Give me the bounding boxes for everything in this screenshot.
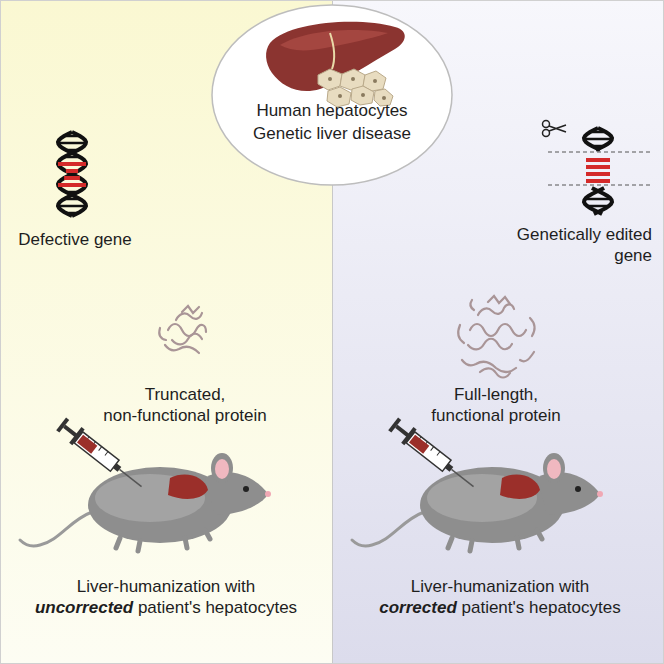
base-pair xyxy=(58,142,86,145)
graphic xyxy=(351,77,355,81)
node-label: Genetically edited gene xyxy=(517,224,652,266)
base-pair xyxy=(587,205,609,208)
base-pair xyxy=(58,183,86,187)
ellipse-shape xyxy=(210,3,454,187)
edited-segment xyxy=(586,158,610,162)
node-label: Genetic liver disease xyxy=(253,123,411,144)
base-pair xyxy=(66,169,78,173)
text-line: Genetically edited xyxy=(517,224,652,245)
edited-segment xyxy=(586,179,610,183)
graphic xyxy=(212,5,452,185)
graphic xyxy=(470,300,474,310)
graphic xyxy=(330,33,334,69)
graphic xyxy=(520,352,534,361)
base-pair xyxy=(585,198,611,201)
text-line: uncorrected patient's hepatocytes xyxy=(35,597,297,618)
graphic xyxy=(543,121,567,137)
graphic xyxy=(172,334,202,345)
graphic xyxy=(468,339,512,350)
graphic xyxy=(549,125,566,132)
base-pair xyxy=(64,156,80,159)
graphic xyxy=(338,94,342,98)
node-label: Liver-humanization with uncorrected pati… xyxy=(35,576,297,618)
base-pair xyxy=(64,198,80,201)
graphic xyxy=(332,0,664,664)
base-pair xyxy=(66,191,78,194)
base-pair xyxy=(64,176,80,180)
graphic xyxy=(458,296,534,378)
graphic xyxy=(543,121,550,128)
graphic xyxy=(20,416,271,551)
graphic xyxy=(462,360,516,372)
graphic xyxy=(352,416,603,551)
graphic xyxy=(328,77,386,100)
graphic xyxy=(159,306,206,353)
node-label: Full-length, functional protein xyxy=(431,384,561,426)
graphic xyxy=(182,306,199,313)
graphic xyxy=(548,185,650,186)
base-pair xyxy=(66,212,78,215)
base-pair xyxy=(64,135,80,138)
node-label: Human hepatocytes xyxy=(256,100,407,121)
base-pair xyxy=(58,205,86,208)
graphic xyxy=(168,324,206,336)
graphic xyxy=(530,318,535,336)
graphic xyxy=(159,328,166,340)
node-label: Liver-humanization with corrected patien… xyxy=(379,576,620,618)
graphic xyxy=(488,296,510,304)
base-pair xyxy=(584,138,612,141)
graphic xyxy=(470,324,526,336)
graphic xyxy=(480,368,510,377)
edited-segment xyxy=(586,165,610,169)
emphasis: uncorrected xyxy=(35,598,133,617)
text-line: functional protein xyxy=(431,405,561,426)
graphic xyxy=(165,345,199,353)
graphic xyxy=(361,93,365,97)
text-line: corrected patient's hepatocytes xyxy=(379,597,620,618)
graphic xyxy=(584,128,612,214)
graphic xyxy=(318,69,342,90)
graphic xyxy=(373,79,377,83)
text-line: Full-length, xyxy=(431,384,561,405)
base-pair xyxy=(590,131,606,134)
base-pair xyxy=(58,162,86,166)
graphic xyxy=(458,325,464,343)
node-label: Truncated, non-functional protein xyxy=(103,384,267,426)
graphic xyxy=(543,130,550,137)
text-line: Liver-humanization with xyxy=(379,576,620,597)
base-pair xyxy=(592,145,604,148)
base-pair xyxy=(66,149,78,152)
graphic xyxy=(382,96,386,100)
dna-strand xyxy=(58,132,86,216)
emphasis: corrected xyxy=(379,598,456,617)
dna-strand xyxy=(58,132,86,216)
text-line: Truncated, xyxy=(103,384,267,405)
graphic xyxy=(328,77,332,81)
text-line: non-functional protein xyxy=(103,405,267,426)
edited-segment xyxy=(586,172,610,176)
text-line: gene xyxy=(517,245,652,266)
graphic xyxy=(58,132,86,216)
dna-strand xyxy=(592,188,612,214)
graphic xyxy=(176,313,202,320)
graphic xyxy=(548,152,650,153)
graphic xyxy=(478,304,514,315)
text-line: Liver-humanization with xyxy=(35,576,297,597)
graphic xyxy=(266,22,405,91)
node-label: Defective gene xyxy=(18,229,131,250)
top-ellipse: Human hepatocytesGenetic liver disease xyxy=(210,3,454,187)
